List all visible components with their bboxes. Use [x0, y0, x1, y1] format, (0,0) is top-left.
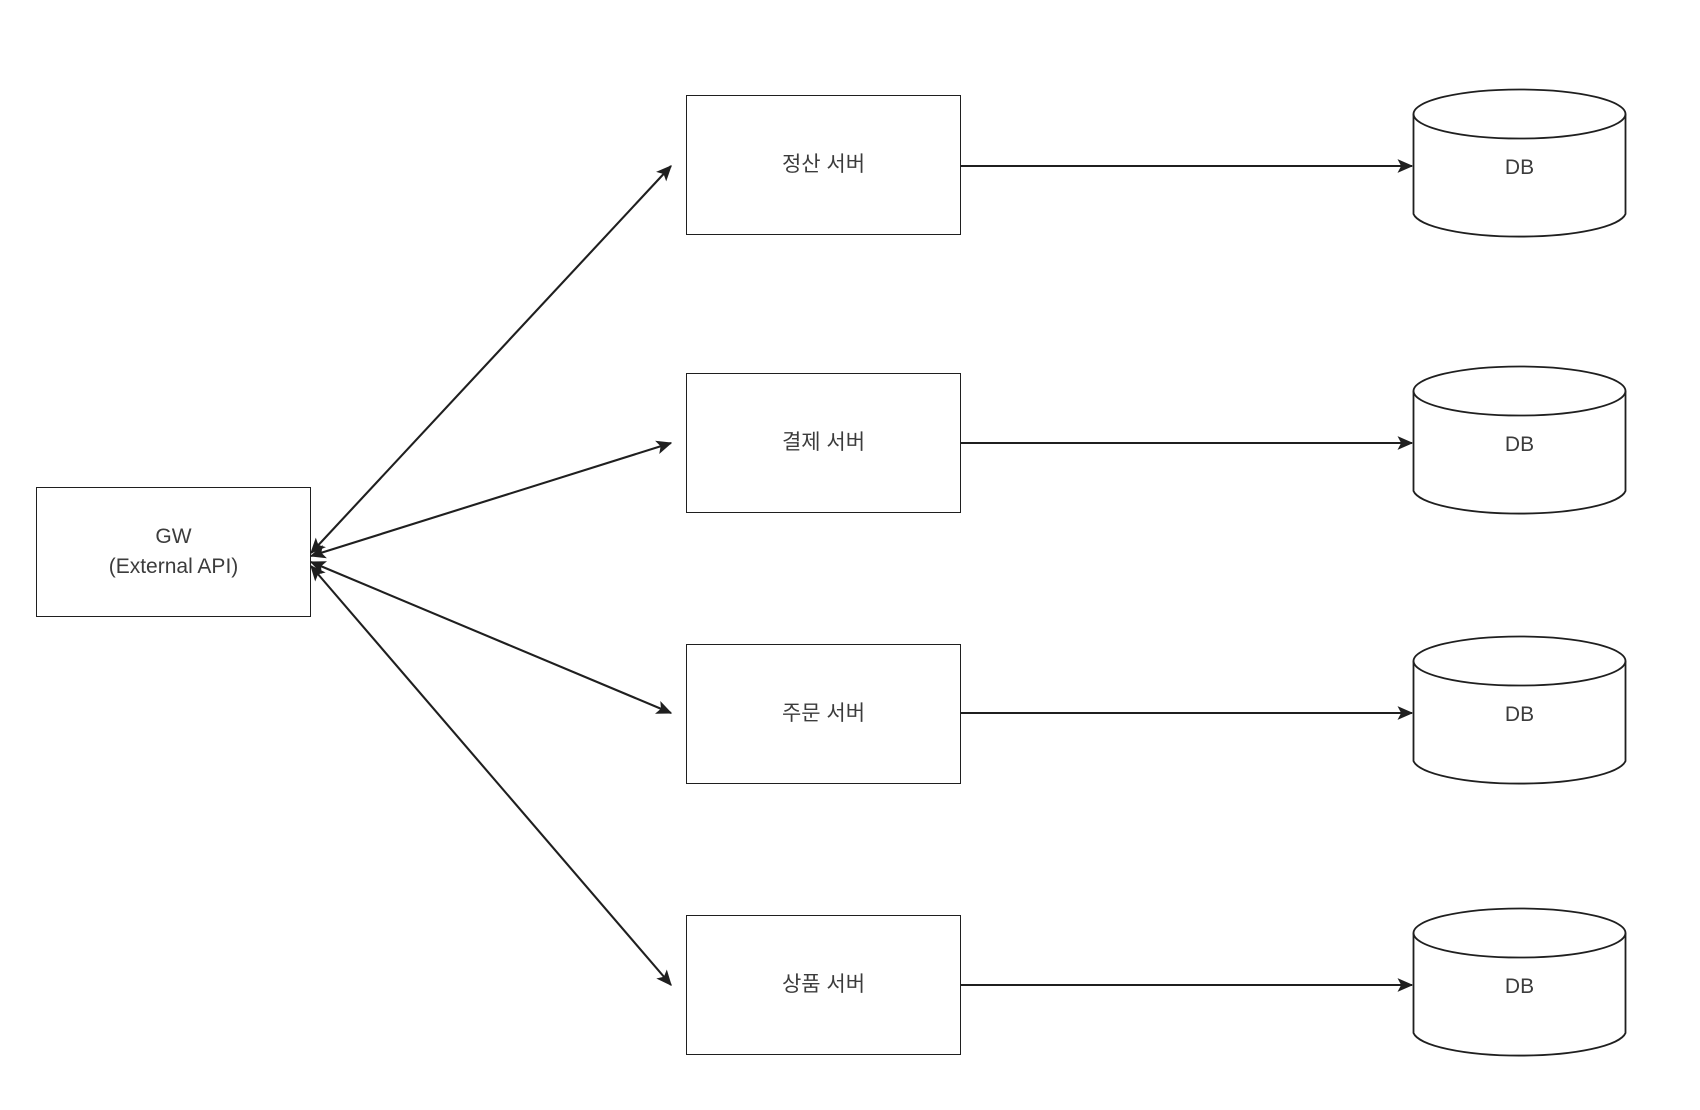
cylinder-body-icon — [1412, 661, 1627, 785]
connector-gateway-service-2 — [309, 440, 673, 559]
cylinder-top-icon — [1412, 88, 1627, 140]
connector-gateway-service-3 — [309, 561, 673, 714]
service-node-1-label: 정산 서버 — [781, 153, 866, 177]
service-node-3-label: 주문 서버 — [781, 702, 866, 726]
cylinder-top-icon — [1412, 907, 1627, 959]
database-node-1[interactable]: DB — [1412, 88, 1627, 240]
gateway-node[interactable]: GW (External API) — [36, 487, 311, 617]
connector-gateway-service-1 — [310, 165, 672, 554]
service-node-2-label: 결제 서버 — [781, 431, 866, 455]
service-node-4-label: 상품 서버 — [781, 973, 866, 997]
service-node-2[interactable]: 결제 서버 — [686, 373, 961, 513]
database-node-2[interactable]: DB — [1412, 365, 1627, 517]
database-node-3[interactable]: DB — [1412, 635, 1627, 787]
connector-gateway-service-4 — [310, 565, 672, 986]
service-node-3[interactable]: 주문 서버 — [686, 644, 961, 784]
gateway-label: GW (External API) — [108, 525, 239, 578]
service-node-4[interactable]: 상품 서버 — [686, 915, 961, 1055]
service-node-1[interactable]: 정산 서버 — [686, 95, 961, 235]
cylinder-body-icon — [1412, 114, 1627, 238]
cylinder-top-icon — [1412, 365, 1627, 417]
database-node-4[interactable]: DB — [1412, 907, 1627, 1059]
cylinder-body-icon — [1412, 933, 1627, 1057]
cylinder-top-icon — [1412, 635, 1627, 687]
cylinder-body-icon — [1412, 391, 1627, 515]
